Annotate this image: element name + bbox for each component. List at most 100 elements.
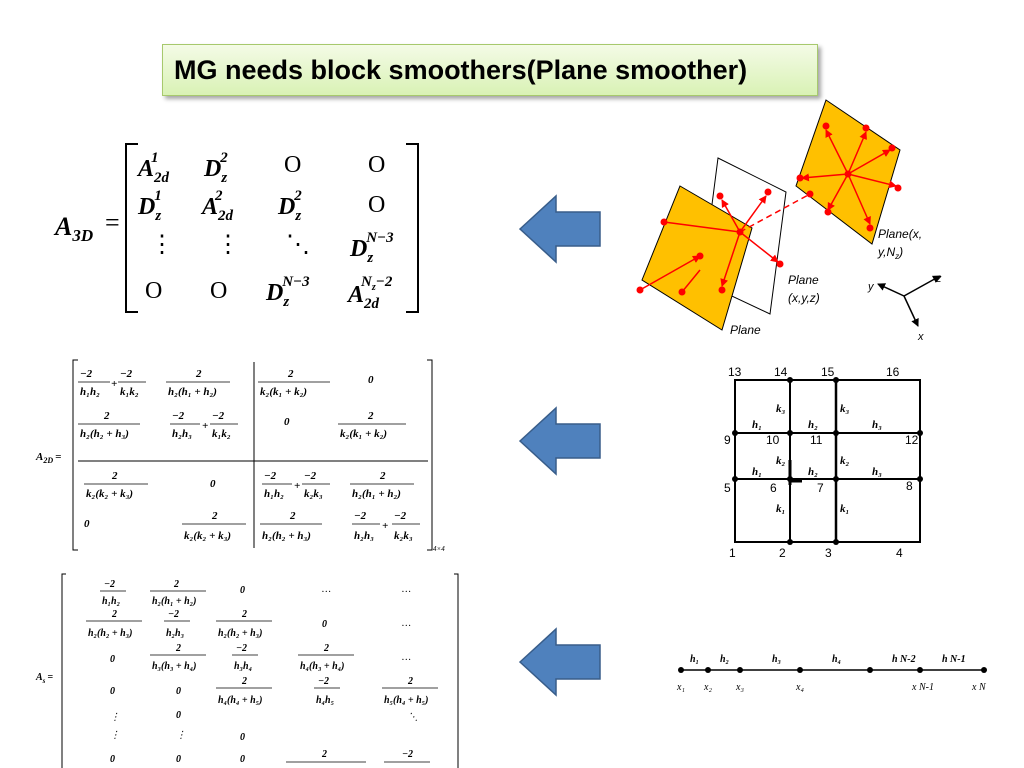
svg-text:k₃: k₃ xyxy=(840,403,850,415)
hn2-label: h N-2 xyxy=(892,654,916,665)
svg-text:2: 2 xyxy=(241,609,247,620)
a3d-r4c4: A2dNz−2 xyxy=(346,274,393,312)
svg-text:2: 2 xyxy=(173,579,179,590)
svg-text:+: + xyxy=(294,480,300,492)
a2d-r2c1: 2 h₂(h₂ + h₃) xyxy=(78,410,140,440)
grid-node-1: 1 xyxy=(729,546,736,560)
x1-label: x₁ xyxy=(676,682,685,693)
svg-text:−2: −2 xyxy=(304,470,317,482)
svg-text:k₂(k₂ + k₃): k₂(k₂ + k₃) xyxy=(86,488,133,500)
plane-label-middle-2: (x,y,z) xyxy=(788,291,820,305)
svg-text:0: 0 xyxy=(176,710,181,721)
svg-text:2: 2 xyxy=(103,410,110,422)
svg-text:0: 0 xyxy=(240,732,245,743)
svg-text:k₂: k₂ xyxy=(776,455,786,467)
a3d-lhs: A3D xyxy=(53,212,93,245)
a2d-r4c3: 2h₂(h₂ + h₃) xyxy=(260,510,322,542)
plane-label-middle: Plane xyxy=(788,273,819,287)
a3d-r4c3: DzN−3 xyxy=(265,274,310,310)
grid-node-9: 9 xyxy=(724,433,731,447)
svg-text:k₁k₂: k₁k₂ xyxy=(212,428,231,440)
svg-text:h₂(h₁ + h₂): h₂(h₁ + h₂) xyxy=(352,488,401,500)
svg-text:2: 2 xyxy=(111,470,118,482)
svg-text:h₄h₅: h₄h₅ xyxy=(316,695,334,706)
svg-text:h₁h₂: h₁h₂ xyxy=(80,386,100,398)
svg-text:h₂: h₂ xyxy=(808,466,818,478)
svg-text:h₂h₃: h₂h₃ xyxy=(354,530,374,542)
axis-x-label: x xyxy=(917,331,924,343)
a3d-r4c2: O xyxy=(210,278,227,304)
grid-node-11: 11 xyxy=(810,433,823,447)
svg-text:⋮: ⋮ xyxy=(110,730,120,741)
svg-text:h₃(h₃ + h₄): h₃(h₃ + h₄) xyxy=(152,661,197,672)
svg-text:h₂(h₂ + h₃): h₂(h₂ + h₃) xyxy=(88,628,133,639)
svg-text:h₂(h₂ + h₃): h₂(h₂ + h₃) xyxy=(218,628,263,639)
plane-label-top-2: y,Nz) xyxy=(877,245,903,261)
a3d-r3c3: ⋱ xyxy=(286,232,310,258)
svg-text:−2: −2 xyxy=(172,410,185,422)
grid-node-7: 7 xyxy=(817,481,824,495)
svg-text:…: … xyxy=(402,652,411,663)
axis-icon: z y x xyxy=(867,273,942,343)
a3d-r1c4: O xyxy=(368,152,385,178)
svg-text:h₅(h₄ + h₅): h₅(h₄ + h₅) xyxy=(384,695,429,706)
svg-text:−2: −2 xyxy=(394,510,407,522)
hn1-label: h N-1 xyxy=(942,654,966,665)
svg-text:0: 0 xyxy=(176,686,181,697)
svg-text:⋱: ⋱ xyxy=(408,712,418,723)
svg-text:0: 0 xyxy=(176,754,181,765)
a2d-r2c3: 0 xyxy=(284,416,290,428)
h2-label: h₂ xyxy=(720,654,729,665)
svg-text:−2: −2 xyxy=(236,643,247,654)
svg-text:−2: −2 xyxy=(402,749,413,760)
svg-text:h₂(h₂ + h₃): h₂(h₂ + h₃) xyxy=(80,428,129,440)
a2d-r1c2: 2h₂(h₁ + h₂) xyxy=(166,368,230,398)
x3-label: x₃ xyxy=(735,682,744,693)
svg-text:0: 0 xyxy=(240,754,245,765)
svg-text:−2: −2 xyxy=(318,676,329,687)
svg-text:+: + xyxy=(111,378,117,390)
a3d-r1c2: Dz2 xyxy=(203,150,228,186)
a2d-r3c4: 2h₂(h₁ + h₂) xyxy=(350,470,414,500)
svg-text:h₂h₃: h₂h₃ xyxy=(166,628,184,639)
svg-text:h₂(h₂ + h₃): h₂(h₂ + h₃) xyxy=(262,530,311,542)
svg-text:k₂(k₂ + k₃): k₂(k₂ + k₃) xyxy=(184,530,231,542)
left-arrow-icon xyxy=(518,194,601,264)
svg-text:h₄(h₃ + h₄): h₄(h₃ + h₄) xyxy=(300,661,345,672)
svg-text:h₂: h₂ xyxy=(808,419,818,431)
a2d-size: 4×4 xyxy=(433,545,445,553)
slide-title: MG needs block smoothers(Plane smoother) xyxy=(162,44,818,96)
xn-label: x N xyxy=(971,682,987,693)
left-arrow-icon xyxy=(518,406,601,476)
a3d-r2c2: A2d2 xyxy=(200,188,234,224)
svg-text:−2: −2 xyxy=(120,368,133,380)
svg-text:k₂(k₁ + k₂): k₂(k₁ + k₂) xyxy=(340,428,387,440)
h3-label: h₃ xyxy=(772,654,781,665)
a3d-matrix: A3D = A2d1 Dz2 O O Dz1 A2d2 Dz2 O ⋮ ⋮ ⋱ … xyxy=(53,143,419,313)
svg-text:−2: −2 xyxy=(264,470,277,482)
svg-text:k₁k₂: k₁k₂ xyxy=(120,386,139,398)
grid-node-12: 12 xyxy=(905,433,919,447)
a2d-r4c1: 0 xyxy=(84,518,90,530)
svg-text:2: 2 xyxy=(367,410,374,422)
svg-text:0: 0 xyxy=(110,654,115,665)
svg-text:k₂(k₁ + k₂): k₂(k₁ + k₂) xyxy=(260,386,307,398)
svg-text:…: … xyxy=(322,584,331,595)
svg-text:k₂: k₂ xyxy=(840,455,850,467)
svg-text:⋮: ⋮ xyxy=(110,712,120,723)
a2d-r4c2: 2k₂(k₂ + k₃) xyxy=(182,510,246,542)
svg-text:h₂(h₁ + h₂): h₂(h₁ + h₂) xyxy=(168,386,217,398)
x4-label: x₄ xyxy=(795,682,804,693)
svg-text:2: 2 xyxy=(321,749,327,760)
svg-text:h₃: h₃ xyxy=(872,419,882,431)
left-arrow-icon xyxy=(518,627,601,697)
plane-label-front: Plane xyxy=(730,323,761,337)
a2d-lhs: A2D= xyxy=(35,451,61,465)
svg-text:h₁h₂: h₁h₂ xyxy=(102,596,120,607)
svg-text:−2: −2 xyxy=(104,579,115,590)
svg-text:−2: −2 xyxy=(168,609,179,620)
